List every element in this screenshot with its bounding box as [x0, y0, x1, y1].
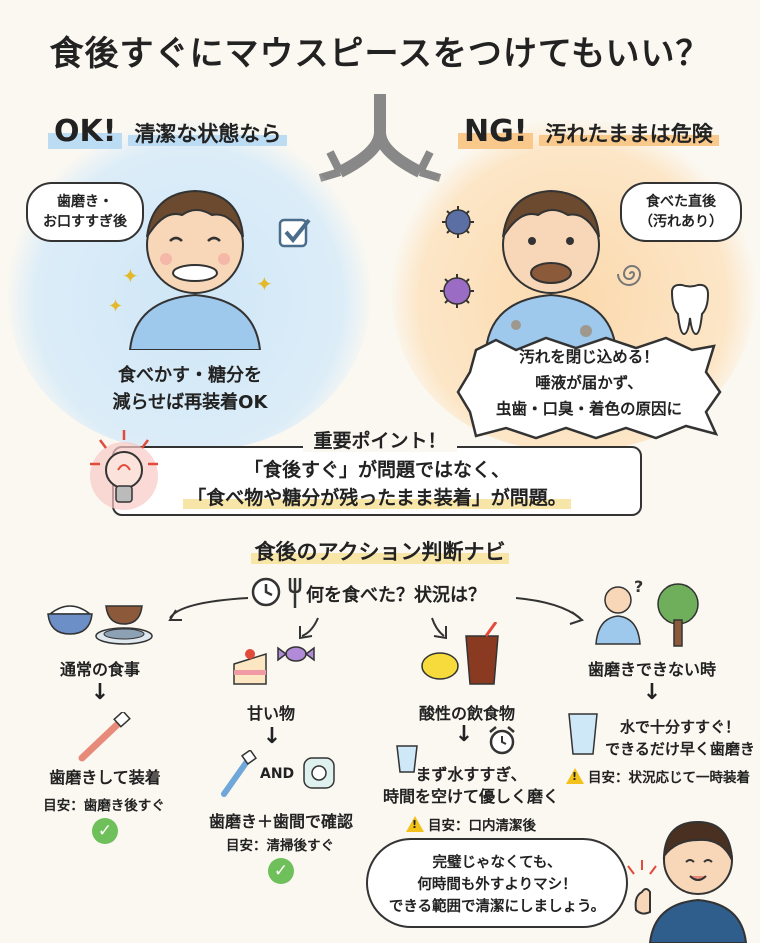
branch-acidic-action-line2: 時間を空けて優しく磨く [382, 787, 559, 806]
and-label: AND [260, 766, 295, 782]
check-icon: ✓ [268, 858, 294, 884]
sparkle-icon: ✦ [256, 272, 273, 296]
warning-icon [566, 768, 584, 784]
toothbrush-icon [221, 750, 258, 797]
sparkle-icon: ✦ [122, 264, 139, 288]
worried-boy-illustration [484, 189, 618, 350]
ng-warning-line2: 唾液が届かず、 [535, 374, 643, 392]
confused-person-tree-icon: ? [595, 578, 699, 647]
ng-label: NG! [458, 114, 534, 149]
lightbulb-icon [90, 430, 158, 510]
down-arrow-icon: ↓ [642, 680, 662, 705]
point-line1: 「食後すぐ」が問題ではなく、 [243, 459, 510, 481]
branch-acidic-action: まず水すすぎ、 時間を空けて優しく磨く [376, 764, 566, 808]
checkbox-checked-icon [278, 218, 311, 248]
branch-sweets-action: 歯磨き＋歯間で確認 [208, 812, 353, 831]
warning-icon [406, 816, 424, 832]
branch-normal-meal: 通常の食事 [59, 660, 140, 679]
odor-swirl-icon [617, 265, 642, 286]
point-line2: 「食べ物や糖分が残ったまま装着」が問題。 [183, 487, 571, 509]
svg-text:?: ? [634, 578, 643, 596]
water-glass-icon [396, 745, 418, 773]
navi-title-text: 食後のアクション判断ナビ [250, 540, 510, 564]
rice-meal-icon [47, 605, 153, 645]
floss-icon [303, 757, 335, 789]
branch-cannot-brush-guide-text: 目安：状況応じて一時装着 [588, 770, 750, 786]
ng-warning-line1: 汚れを閉じ込める！ [519, 348, 659, 366]
branch-normal-action: 歯磨きして装着 [49, 768, 161, 787]
germ-icon [440, 274, 474, 308]
page-title: 食後すぐにマウスピースをつけてもいい？ [49, 34, 711, 74]
ok-speech-bubble: 歯磨き・ お口すすぎ後 [26, 182, 144, 242]
down-arrow-icon: ↓ [454, 722, 474, 747]
ok-caption: 食べかす・糖分を 減らせば再装着OK [70, 362, 310, 416]
important-point-title: 重要ポイント！ [0, 426, 760, 453]
ok-header: OK!清潔な状態なら [48, 114, 288, 149]
branch-arrows [168, 597, 585, 640]
ok-bubble-line1: 歯磨き・ [57, 194, 113, 210]
ng-warning-line3: 虫歯・口臭・着色の原因に [495, 400, 682, 418]
ok-caption-line2: 減らせば再装着OK [112, 392, 268, 413]
water-glass-icon [568, 713, 598, 755]
dental-hygienist-illustration [627, 820, 748, 943]
ok-label: OK! [48, 114, 123, 149]
closing-line1: 完璧じゃなくても、 [432, 855, 562, 871]
tooth-icon [670, 283, 710, 336]
ok-bubble-line2: お口すすぎ後 [43, 214, 127, 230]
clock-icon [251, 577, 281, 607]
point-title-text: 重要ポイント！ [303, 430, 457, 452]
closing-line3: できる範囲で清潔にしましょう。 [388, 899, 606, 915]
branch-cannot-brush-action-line1: 水で十分すすぐ！ [619, 718, 740, 736]
navi-question: 何を食べた？状況は？ [306, 585, 486, 606]
cake-candy-icon [233, 646, 315, 685]
branch-acidic-action-line1: まず水すすぎ、 [415, 765, 527, 784]
branch-cannot-brush-guide: 目安：状況応じて一時装着 [560, 766, 756, 786]
germ-icon [442, 206, 474, 238]
branch-sweets: 甘い物 [246, 704, 295, 723]
fork-icon [288, 578, 302, 608]
important-point-box: 「食後すぐ」が問題ではなく、 「食べ物や糖分が残ったまま装着」が問題。 [112, 446, 642, 516]
sparkle-icon: ✦ [108, 296, 124, 317]
ng-bubble-line1: 食べた直後 [646, 194, 716, 210]
branch-acidic-guide: 目安：口内清潔後 [386, 814, 556, 834]
ng-heading: 汚れたままは危険 [539, 122, 719, 146]
branch-cannot-brush: 歯磨きできない時 [587, 660, 716, 679]
ok-caption-line1: 食べかす・糖分を [118, 365, 262, 386]
branch-sweets-guide: 目安：清掃後すぐ [226, 838, 334, 854]
lemon-cola-icon [421, 622, 499, 685]
closing-line2: 何時間も外すよりマシ！ [417, 877, 577, 893]
down-arrow-icon: ↓ [262, 724, 282, 749]
closing-speech-bubble: 完璧じゃなくても、 何時間も外すよりマシ！ できる範囲で清潔にしましょう。 [366, 838, 628, 928]
check-icon: ✓ [92, 818, 118, 844]
navi-title: 食後のアクション判断ナビ [0, 536, 760, 566]
toothbrush-icon [78, 712, 131, 762]
ng-bubble-line2: （汚れあり） [639, 214, 723, 230]
branch-cannot-brush-action: 水で十分すすぐ！ できるだけ早く歯磨き [600, 716, 760, 760]
branch-normal-guide: 目安：歯磨き後すぐ [43, 798, 165, 814]
ng-warning-text: 汚れを閉じ込める！ 唾液が届かず、 虫歯・口臭・着色の原因に [456, 344, 722, 422]
branch-cannot-brush-action-line2: できるだけ早く歯磨き [605, 740, 755, 758]
alarm-clock-icon [489, 726, 515, 755]
ng-speech-bubble: 食べた直後 （汚れあり） [620, 182, 742, 242]
ok-heading: 清潔な状態なら [128, 122, 288, 146]
happy-boy-illustration [128, 189, 262, 350]
warning-burst [456, 336, 722, 440]
down-arrow-icon: ↓ [90, 680, 110, 705]
branch-acidic: 酸性の飲食物 [418, 704, 515, 723]
branch-acidic-guide-text: 目安：口内清潔後 [428, 818, 536, 834]
ng-header: NG!汚れたままは危険 [458, 114, 719, 149]
